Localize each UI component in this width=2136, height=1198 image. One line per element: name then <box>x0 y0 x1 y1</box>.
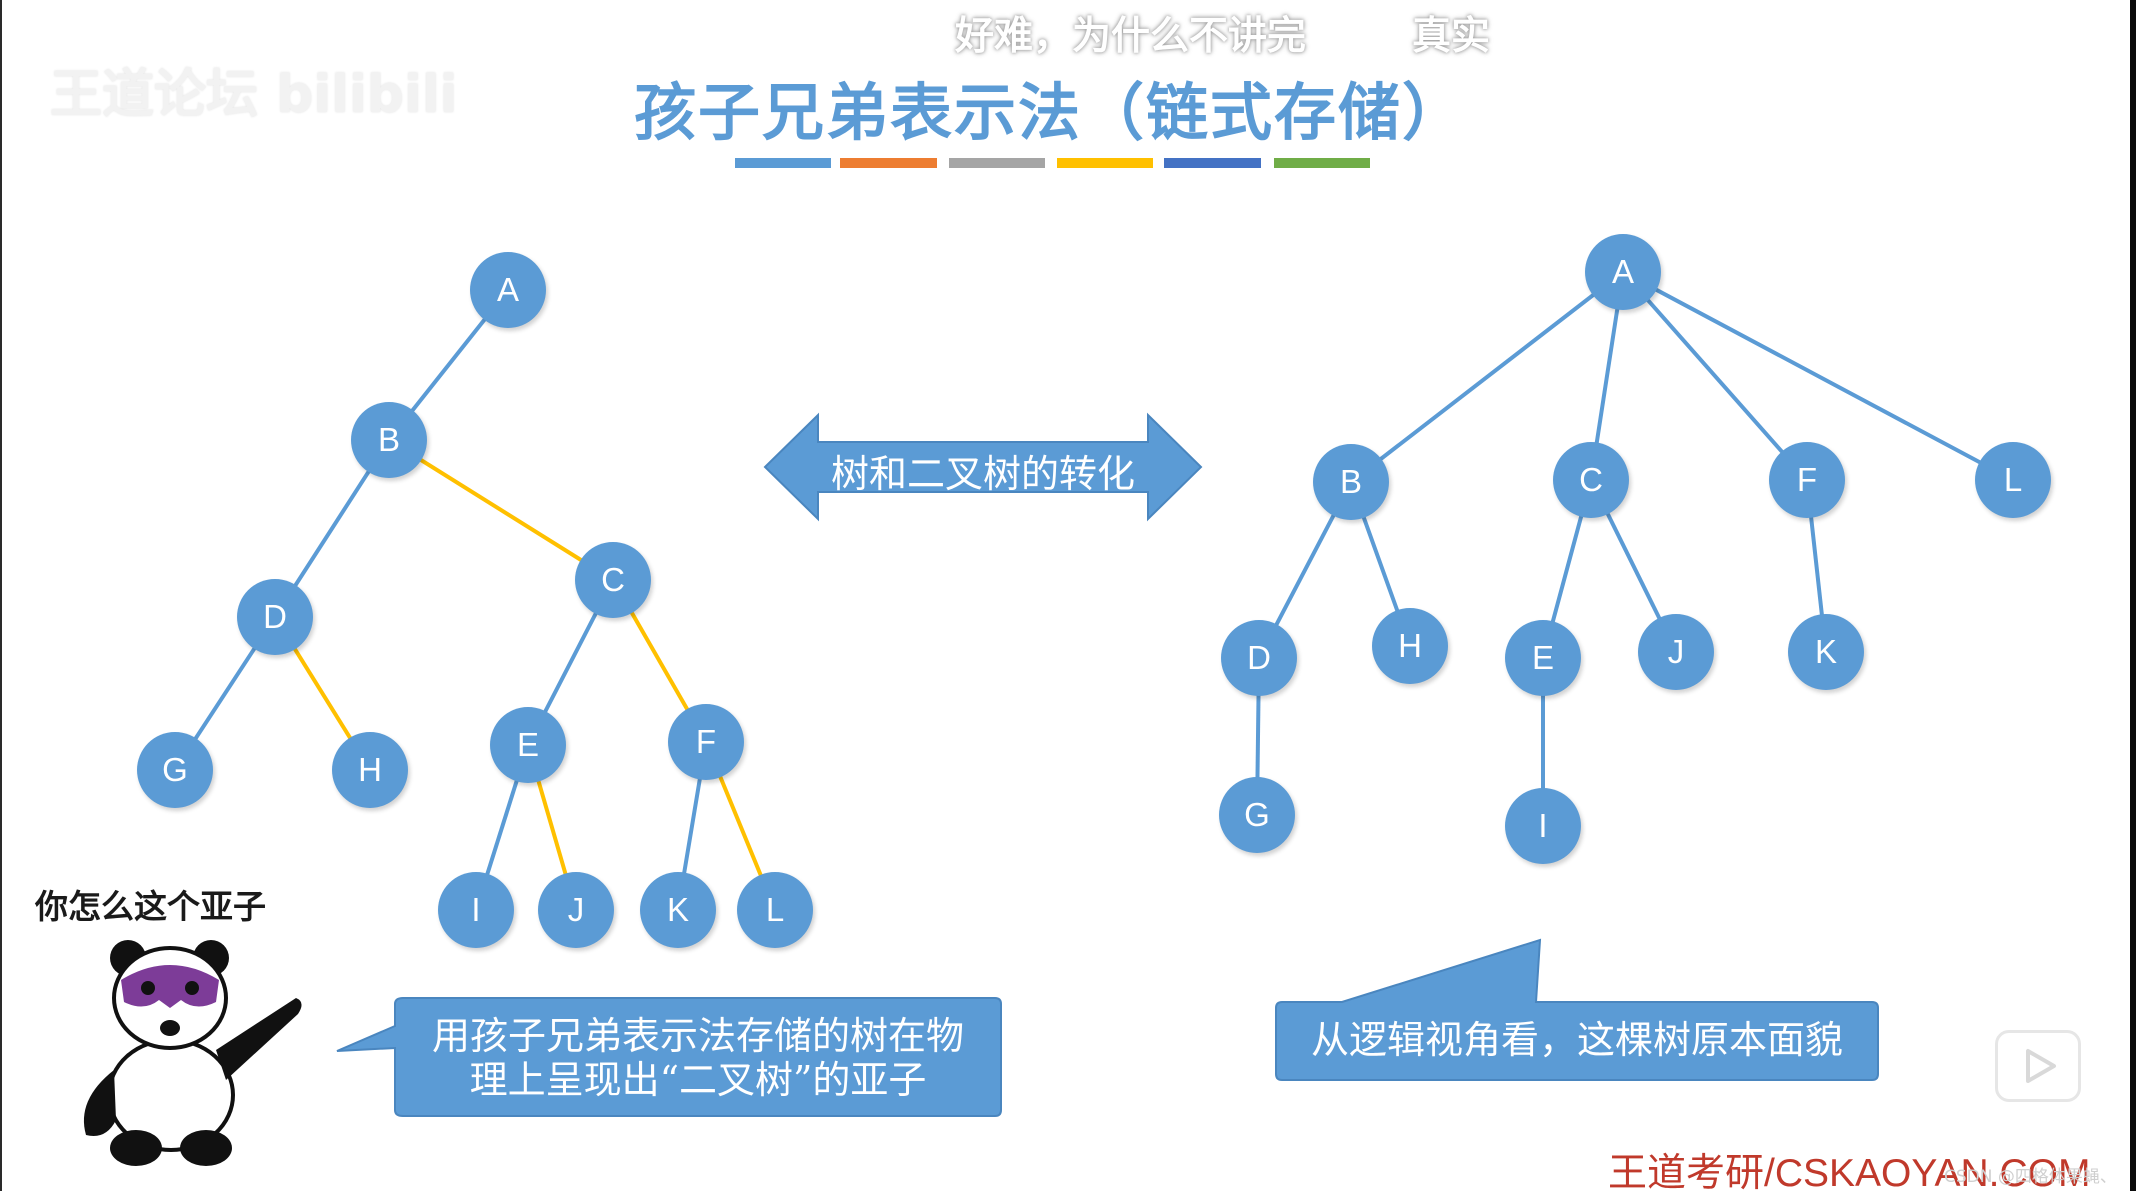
binary-node-I: I <box>438 872 514 948</box>
binary-node-B: B <box>351 402 427 478</box>
play-icon <box>2026 1049 2056 1083</box>
logical-node-L: L <box>1975 442 2051 518</box>
title-bar-darkblue <box>1164 158 1261 168</box>
edge-A-B-logical <box>1349 270 1625 484</box>
binary-node-A: A <box>470 252 546 328</box>
callout-left-text: 用孩子兄弟表示法存储的树在物 理上呈现出“二叉树”的亚子 <box>395 1014 1001 1102</box>
edge-A-L-logical <box>1622 270 2014 482</box>
callout-right-shape <box>1275 938 1879 1081</box>
binary-node-H: H <box>332 732 408 808</box>
logical-node-H: H <box>1372 608 1448 684</box>
binary-node-C: C <box>575 542 651 618</box>
binary-node-L: L <box>737 872 813 948</box>
logical-node-C: C <box>1553 442 1629 518</box>
binary-node-F: F <box>668 704 744 780</box>
title-bar-yellow <box>1057 158 1153 168</box>
logical-node-J: J <box>1638 614 1714 690</box>
window-left-edge <box>0 0 2 1191</box>
double-arrow-shape <box>763 412 1203 522</box>
danmaku-comment: 好难，为什么不讲完 <box>955 14 1307 59</box>
logical-node-I: I <box>1505 788 1581 864</box>
footer-brand: 王道考研/CSKAOYAN.COM <box>1608 1152 2091 1195</box>
binary-node-D: D <box>237 579 313 655</box>
title-bar-gray <box>949 158 1045 168</box>
title-bar-green <box>1274 158 1370 168</box>
callout-right-text: 从逻辑视角看，这棵树原本面貌 <box>1310 1018 1843 1062</box>
binary-node-G: G <box>137 732 213 808</box>
title-bar-blue <box>735 158 831 168</box>
danmaku-comment: 真实 <box>1412 14 1491 59</box>
csdn-watermark: CSDN @四格体果蝇、 <box>1944 1167 2117 1187</box>
conversion-arrow-label: 树和二叉树的转化 <box>830 452 1135 496</box>
callout-left-line2: 理上呈现出“二叉树”的亚子 <box>469 1058 927 1102</box>
slide-title: 孩子兄弟表示法（链式存储） <box>633 76 1466 149</box>
panda-meme-image <box>83 940 302 1166</box>
binary-node-E: E <box>490 707 566 783</box>
binary-node-K: K <box>640 872 716 948</box>
edge-A-F-logical <box>1621 270 1809 482</box>
title-bar-orange <box>840 158 937 168</box>
callout-left-shape <box>336 997 1002 1117</box>
meme-caption: 你怎么这个亚子 <box>35 887 266 926</box>
logical-node-E: E <box>1505 620 1581 696</box>
logical-node-F: F <box>1769 442 1845 518</box>
callout-left-line1: 用孩子兄弟表示法存储的树在物 <box>431 1014 964 1058</box>
window-right-edge <box>2130 0 2136 1191</box>
logical-node-K: K <box>1788 614 1864 690</box>
bilibili-watermark-logo: 王道论坛 bilibili <box>50 65 458 125</box>
logical-node-A: A <box>1585 234 1661 310</box>
logical-node-D: D <box>1221 620 1297 696</box>
binary-node-J: J <box>538 872 614 948</box>
logical-node-G: G <box>1219 777 1295 853</box>
play-button[interactable] <box>1995 1030 2081 1102</box>
edge-B-C <box>387 438 615 582</box>
logical-node-B: B <box>1313 444 1389 520</box>
